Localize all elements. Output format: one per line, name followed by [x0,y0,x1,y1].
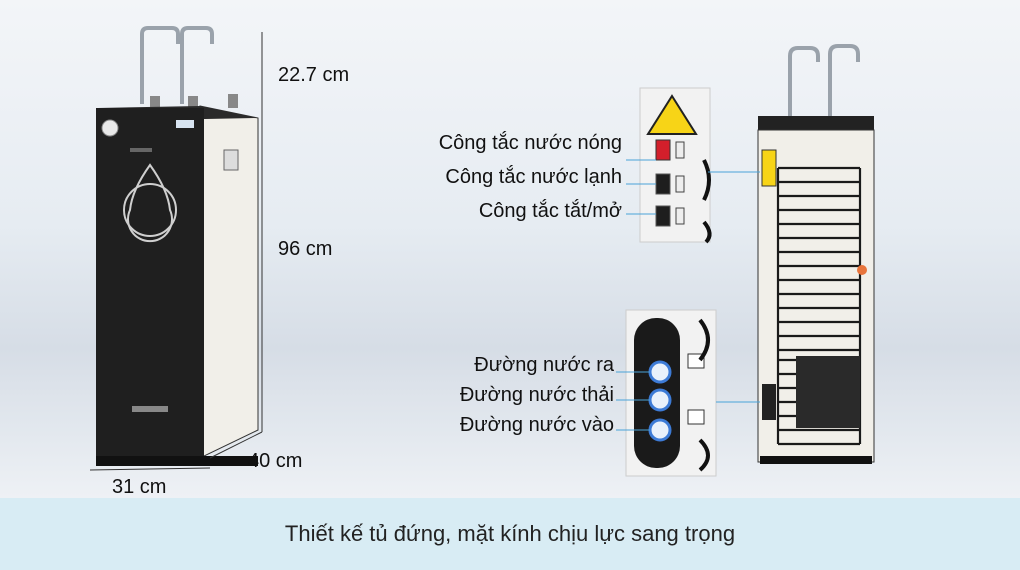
rear-purifier [757,44,875,464]
power-switch-label: Công tắc tắt/mở [478,200,622,222]
illustration [89,26,875,477]
width-label: 31 cm [112,476,167,498]
water-outlet-label: Đường nước ra [474,354,614,376]
body-height-label: 96 cm [278,238,333,260]
waste-water-label: Đường nước thải [459,384,614,406]
caption-text: Thiết kế tủ đứng, mặt kính chịu lực sang… [284,521,736,546]
pipe-panel [625,309,717,477]
hot-water-switch-label: Công tắc nước nóng [438,132,622,154]
caption-bar: Thiết kế tủ đứng, mặt kính chịu lực sang… [0,498,1020,570]
water-inlet-label: Đường nước vào [459,414,614,436]
depth-label: 40 cm [248,450,303,472]
front-purifier [96,26,259,466]
switch-panel [639,87,712,244]
cold-water-switch-label: Công tắc nước lạnh [445,166,622,188]
top-height-label: 22.7 cm [278,64,350,86]
product-scene: 22.7 cm 96 cm 40 cm 31 cm Công tắc nước … [0,0,1020,498]
